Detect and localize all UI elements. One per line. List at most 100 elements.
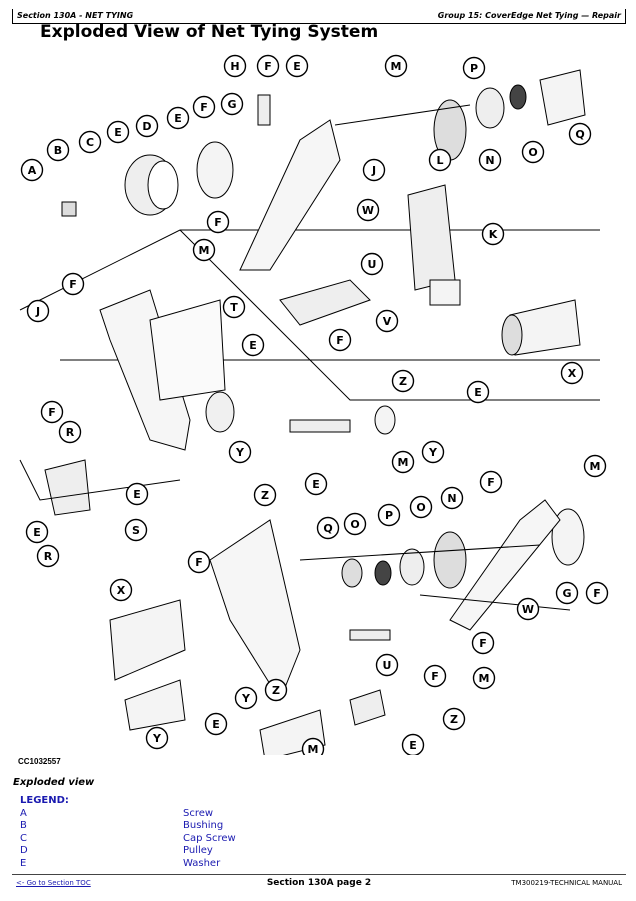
callout-y: Y <box>228 440 252 464</box>
callout-m: M <box>583 454 607 478</box>
callout-circle <box>440 486 464 510</box>
callout-p: P <box>377 503 401 527</box>
callout-label: M <box>391 60 402 73</box>
legend-key: A <box>20 808 27 819</box>
callout-label: G <box>227 98 236 111</box>
callout-circle <box>192 95 216 119</box>
callout-x: X <box>109 578 133 602</box>
legend-value: Screw <box>183 808 214 819</box>
callout-q: Q <box>316 516 340 540</box>
callout-e: E <box>125 482 149 506</box>
callout-circle <box>375 309 399 333</box>
callout-circle <box>409 495 433 519</box>
callout-f: F <box>61 272 85 296</box>
callout-w: W <box>516 597 540 621</box>
callout-circle <box>343 512 367 536</box>
callout-label: F <box>593 587 601 600</box>
callout-label: F <box>479 637 487 650</box>
callout-m: M <box>301 737 325 755</box>
legend-row: A Screw <box>20 808 236 820</box>
callout-circle <box>472 666 496 690</box>
callout-label: Z <box>399 375 407 388</box>
callout-circle <box>521 140 545 164</box>
page-number: Section 130A page 2 <box>266 878 372 888</box>
callout-label: E <box>114 126 122 139</box>
callout-circle <box>555 581 579 605</box>
callout-label: F <box>69 278 77 291</box>
callout-label: E <box>33 526 41 539</box>
callout-m: M <box>391 450 415 474</box>
callout-circle <box>466 380 490 404</box>
callout-circle <box>316 516 340 540</box>
callout-circle <box>145 726 169 750</box>
callout-label: W <box>522 603 534 616</box>
callout-circle <box>228 440 252 464</box>
callout-o: O <box>521 140 545 164</box>
callout-label: X <box>117 584 126 597</box>
callout-label: R <box>44 550 53 563</box>
callout-circle <box>328 328 352 352</box>
callout-n: N <box>440 486 464 510</box>
callout-o: O <box>409 495 433 519</box>
callout-label: Q <box>323 522 332 535</box>
callout-circle <box>377 503 401 527</box>
callout-label: E <box>249 339 257 352</box>
legend-value: Pulley <box>183 845 213 857</box>
callout-circle <box>304 472 328 496</box>
callout-w: W <box>356 198 380 222</box>
callout-circle <box>423 664 447 688</box>
section-toc-link[interactable]: <- Go to Section TOC <box>16 879 91 887</box>
callout-circle <box>391 369 415 393</box>
callout-label: F <box>200 101 208 114</box>
callout-label: R <box>66 426 75 439</box>
callout-label: F <box>264 60 272 73</box>
callout-circle <box>20 158 44 182</box>
callout-label: C <box>86 136 94 149</box>
callout-z: Z <box>253 483 277 507</box>
callout-circle <box>401 733 425 755</box>
callout-label: O <box>528 146 537 159</box>
callout-f: F <box>328 328 352 352</box>
callout-circle <box>481 222 505 246</box>
callout-circle <box>187 550 211 574</box>
callout-label: D <box>142 120 151 133</box>
callout-circle <box>25 520 49 544</box>
callout-label: F <box>195 556 203 569</box>
callout-circle <box>26 299 50 323</box>
callout-a: A <box>20 158 44 182</box>
callout-circle <box>234 686 258 710</box>
callout-f: F <box>256 54 280 78</box>
callout-circle <box>192 238 216 262</box>
callout-f: F <box>187 550 211 574</box>
callout-label: Y <box>235 446 245 459</box>
callout-v: V <box>375 309 399 333</box>
callout-b: B <box>46 138 70 162</box>
legend-value: Cap Screw <box>183 832 236 844</box>
callout-t: T <box>222 295 246 319</box>
callout-circle <box>442 707 466 731</box>
legend-key: B <box>20 820 27 832</box>
callout-circle <box>384 54 408 78</box>
legend-key: E <box>20 857 27 869</box>
callout-circle <box>301 737 325 755</box>
callout-o: O <box>343 512 367 536</box>
callout-circle <box>256 54 280 78</box>
callout-circle <box>36 544 60 568</box>
group-label: Group 15: CoverEdge Net Tying — Repair <box>437 11 621 20</box>
legend-title: LEGEND: <box>20 795 69 806</box>
callout-circle <box>462 56 486 80</box>
callout-circle <box>264 678 288 702</box>
callout-label: E <box>212 718 220 731</box>
callout-label: F <box>48 406 56 419</box>
callout-circle <box>362 158 386 182</box>
callout-circle <box>124 518 148 542</box>
callout-label: F <box>214 216 222 229</box>
callout-circle <box>478 148 502 172</box>
callout-circle <box>560 361 584 385</box>
callout-label: J <box>371 164 376 177</box>
callout-x: X <box>560 361 584 385</box>
callout-y: Y <box>421 440 445 464</box>
